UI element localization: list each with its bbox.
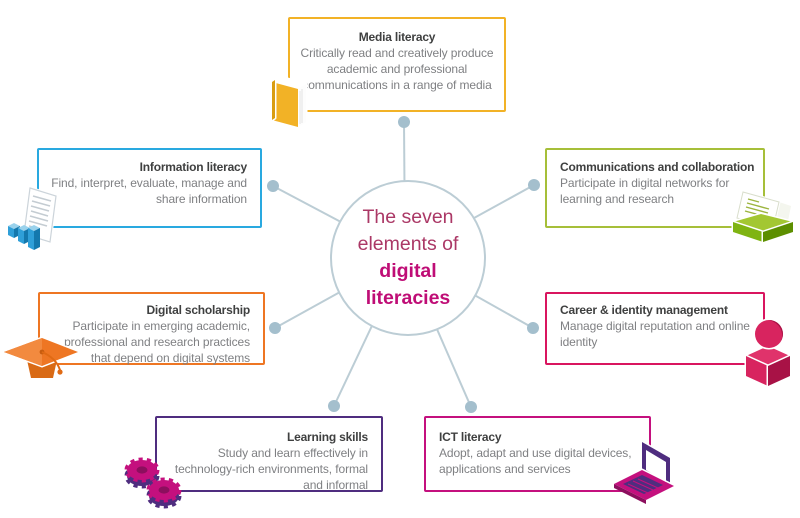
letter-tray-icon <box>729 184 797 249</box>
node-description: Critically read and creatively produce a… <box>300 46 494 92</box>
node-title: Media literacy <box>358 30 436 44</box>
node-description: Participate in emerging academic, profes… <box>64 319 250 365</box>
node-title: Career & identity management <box>560 303 728 317</box>
node-learning-skills: Learning skills Study and learn effectiv… <box>155 416 383 492</box>
node-media-literacy: Media literacy Critically read and creat… <box>288 17 506 112</box>
node-title: Information literacy <box>139 160 248 174</box>
node-description: Adopt, adapt and use digital devices, ap… <box>439 446 632 476</box>
node-ict-literacy: ICT literacy Adopt, adapt and use digita… <box>424 416 651 492</box>
node-career-identity-management: Career & identity management Manage digi… <box>545 292 765 365</box>
graduation-cap-icon <box>2 334 80 391</box>
node-description: Participate in digital networks for lear… <box>560 176 730 206</box>
node-title: Communications and collaboration <box>560 160 755 174</box>
node-information-literacy: Information literacy Find, interpret, ev… <box>37 148 262 228</box>
laptop-icon <box>608 440 682 509</box>
node-title: Learning skills <box>286 430 368 444</box>
hub-line-3: digital <box>379 260 437 282</box>
hub-line-2: elements of <box>357 233 459 255</box>
node-communications-collaboration: Communications and collaboration Partici… <box>545 148 765 228</box>
node-description: Find, interpret, evaluate, manage and sh… <box>51 176 247 206</box>
hub-line-1: The seven <box>362 206 454 228</box>
hub-line-4: literacies <box>365 287 451 309</box>
gears-icon <box>120 456 190 517</box>
person-icon <box>740 318 794 391</box>
node-title: Digital scholarship <box>146 303 250 317</box>
node-title: ICT literacy <box>439 430 502 444</box>
book-icon <box>264 70 314 139</box>
node-description: Study and learn effectively in technolog… <box>174 446 368 492</box>
central-hub: The seven elements of digital literacies <box>330 180 486 336</box>
document-chart-icon <box>6 186 64 259</box>
node-description: Manage digital reputation and online ide… <box>560 319 750 349</box>
